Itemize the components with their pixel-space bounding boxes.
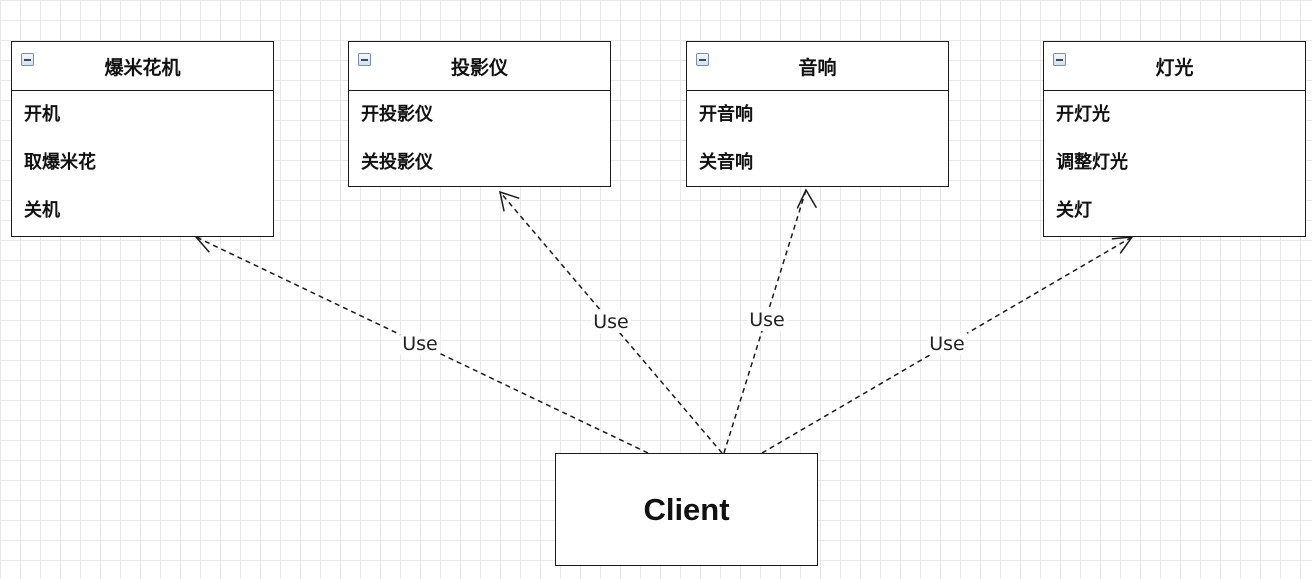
method-item[interactable]: 关音响: [699, 152, 753, 173]
collapse-icon[interactable]: [696, 53, 709, 66]
class-name: 音响: [798, 56, 837, 79]
edge-label-popcorn[interactable]: Use: [400, 333, 440, 355]
method-item[interactable]: 取爆米花: [24, 152, 96, 173]
class-header: 灯光: [1044, 42, 1305, 91]
class-box-stereo[interactable]: 音响 开音响 关音响: [686, 41, 949, 187]
method-item[interactable]: 开投影仪: [361, 104, 433, 125]
class-header: 音响: [687, 42, 948, 91]
class-header: 爆米花机: [12, 42, 273, 91]
edge-arrowhead-light: [1111, 236, 1134, 254]
collapse-icon[interactable]: [21, 53, 34, 66]
method-item[interactable]: 关机: [24, 200, 60, 221]
method-item[interactable]: 开机: [24, 104, 60, 125]
class-name: 爆米花机: [104, 56, 181, 79]
collapse-icon[interactable]: [358, 53, 371, 66]
class-box-popcorn-machine[interactable]: 爆米花机 开机 取爆米花 关机: [11, 41, 274, 237]
class-methods: 开投影仪 关投影仪: [349, 91, 610, 187]
method-item[interactable]: 开灯光: [1056, 104, 1110, 125]
method-item[interactable]: 开音响: [699, 104, 753, 125]
edge-label-stereo[interactable]: Use: [747, 309, 787, 331]
class-methods: 开灯光 调整灯光 关灯: [1044, 91, 1305, 235]
method-item[interactable]: 关投影仪: [361, 152, 433, 173]
edge-arrowhead-stereo: [796, 188, 818, 209]
collapse-icon[interactable]: [1053, 53, 1066, 66]
class-box-light[interactable]: 灯光 开灯光 调整灯光 关灯: [1043, 41, 1306, 237]
class-methods: 开音响 关音响: [687, 91, 948, 187]
class-methods: 开机 取爆米花 关机: [12, 91, 273, 235]
client-name: Client: [643, 491, 730, 527]
edge-arrowhead-projector: [498, 190, 520, 212]
class-name: 投影仪: [450, 56, 508, 79]
class-name: 灯光: [1155, 56, 1194, 79]
edge-label-light[interactable]: Use: [927, 333, 967, 355]
class-header: 投影仪: [349, 42, 610, 91]
class-box-projector[interactable]: 投影仪 开投影仪 关投影仪: [348, 41, 611, 187]
method-item[interactable]: 调整灯光: [1056, 152, 1128, 173]
method-item[interactable]: 关灯: [1056, 200, 1092, 221]
edge-arrowhead-popcorn: [194, 233, 217, 253]
edge-label-projector[interactable]: Use: [591, 311, 631, 333]
client-box[interactable]: Client: [555, 453, 818, 566]
edge-line-popcorn[interactable]: [195, 236, 649, 454]
